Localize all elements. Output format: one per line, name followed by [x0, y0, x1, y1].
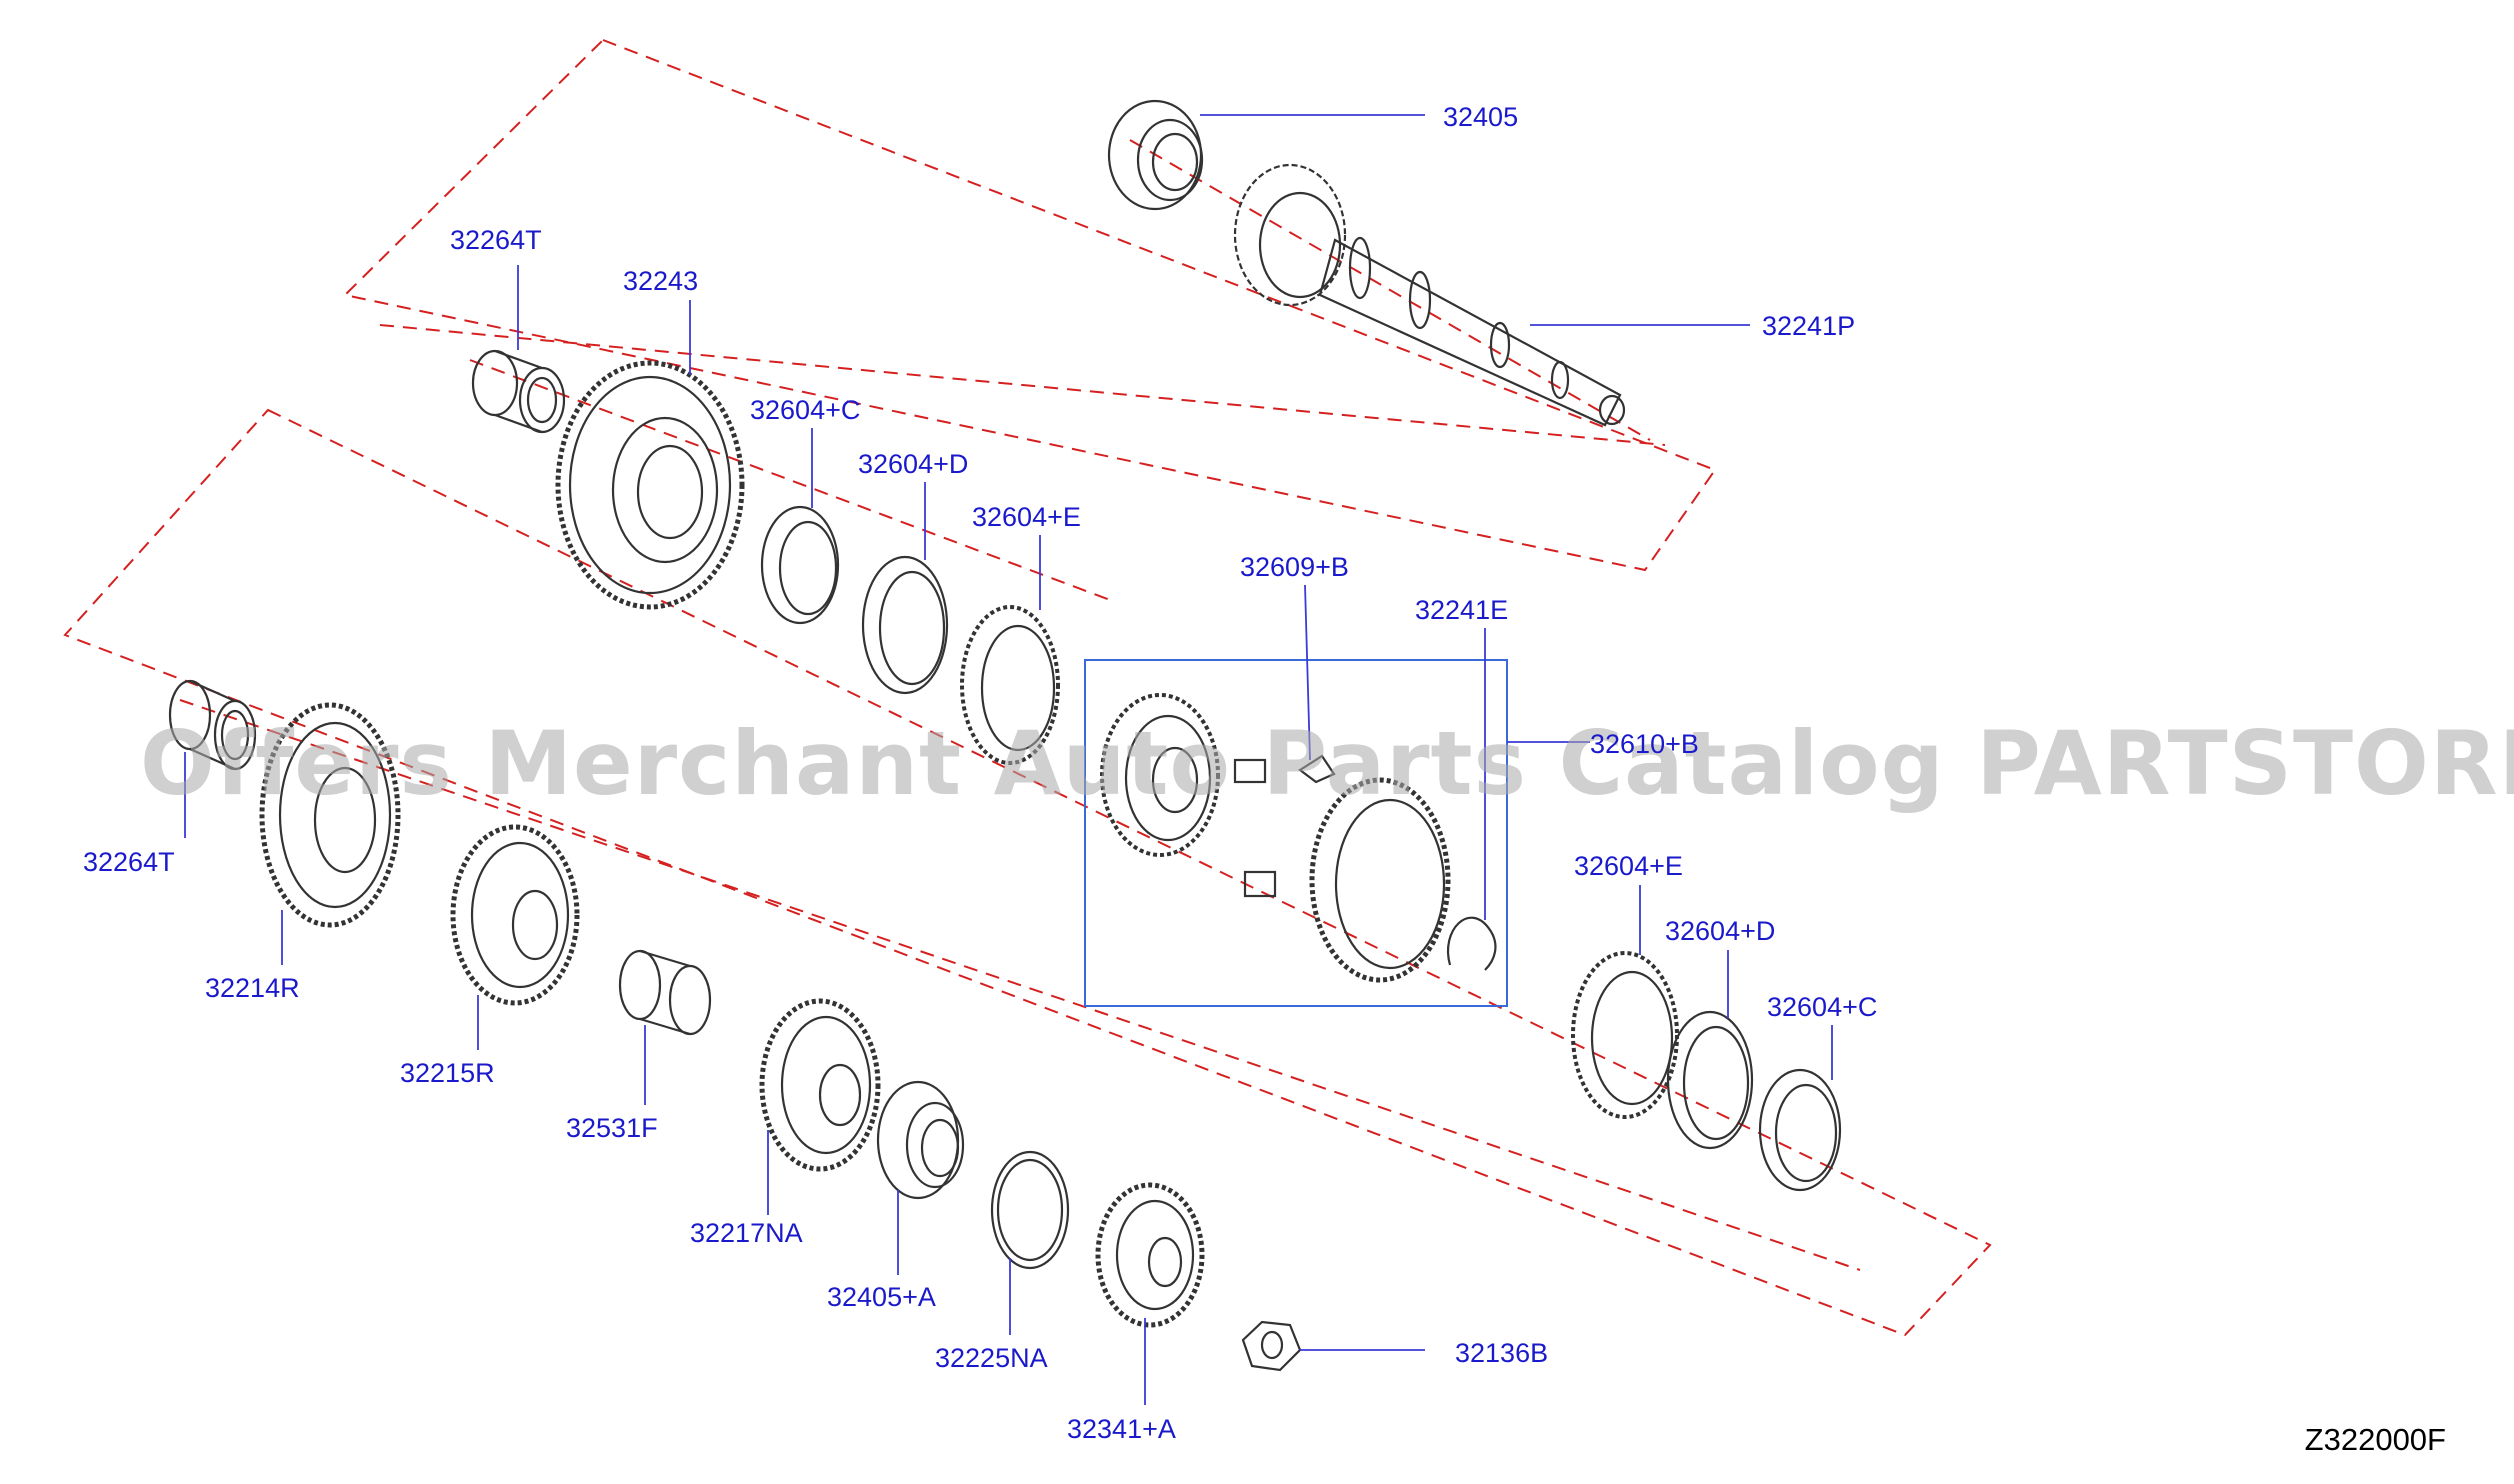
label-32531F[interactable]: 32531F [566, 1113, 658, 1143]
label-32241P[interactable]: 32241P [1762, 311, 1856, 341]
upper-shaft-axis [1129, 139, 1651, 441]
synchro-ring-32604C-top [760, 505, 840, 625]
bearing-32405 [1107, 99, 1204, 211]
coupling-sleeve [1309, 777, 1451, 983]
label-32610B[interactable]: 32610+B [1590, 729, 1699, 759]
upper-shaft-outline [342, 38, 1717, 572]
label-32217NA[interactable]: 32217NA [690, 1218, 803, 1248]
gear-32217NA [759, 998, 881, 1172]
lower-shaft-outline [63, 408, 1992, 1337]
gear-32243 [555, 360, 745, 610]
synchro-hub-assembly [1100, 693, 1336, 898]
label-32405[interactable]: 32405 [1443, 102, 1519, 132]
label-32604E-top[interactable]: 32604+E [972, 502, 1081, 532]
label-32225NA[interactable]: 32225NA [935, 1343, 1048, 1373]
label-32341A[interactable]: 32341+A [1067, 1414, 1176, 1444]
synchro-ring-32604D-top [861, 555, 949, 695]
upper-axis-line [379, 324, 1666, 446]
label-32264T-left[interactable]: 32264T [83, 847, 175, 877]
bearing-32405A [876, 1080, 965, 1200]
label-32241E[interactable]: 32241E [1415, 595, 1509, 625]
synchro-ring-32604E-right [1571, 951, 1679, 1119]
label-32604C-right[interactable]: 32604+C [1767, 992, 1878, 1022]
label-32405A[interactable]: 32405+A [827, 1282, 936, 1312]
needle-bearing-32264T-left [168, 679, 257, 771]
label-32243[interactable]: 32243 [623, 266, 699, 296]
nut-32136B [1241, 1320, 1302, 1372]
gear-32214R [259, 702, 401, 928]
shim-32225NA [990, 1150, 1070, 1270]
gear-32215R [450, 824, 580, 1006]
needle-bearing-32264T-top [471, 349, 566, 434]
bushing-32531F [618, 949, 712, 1036]
label-32215R[interactable]: 32215R [400, 1058, 495, 1088]
synchro-ring-32604D-right [1666, 1010, 1754, 1150]
snap-ring-32241E [1447, 916, 1497, 971]
lower-axis-line [179, 699, 1861, 1271]
label-32604C-top[interactable]: 32604+C [750, 395, 861, 425]
gear-32341A [1095, 1182, 1205, 1328]
input-shaft-32241P [1233, 163, 1626, 427]
label-32604D-top[interactable]: 32604+D [858, 449, 969, 479]
label-32609B[interactable]: 32609+B [1240, 552, 1349, 582]
synchro-assembly-box [1084, 659, 1508, 1007]
label-32136B[interactable]: 32136B [1455, 1338, 1549, 1368]
label-32604D-right[interactable]: 32604+D [1665, 916, 1776, 946]
synchro-ring-32604E-top [960, 605, 1060, 765]
leader-32609B [1304, 584, 1311, 761]
diagram-code: Z322000F [2304, 1422, 2446, 1457]
label-32604E-right[interactable]: 32604+E [1574, 851, 1683, 881]
label-32264T-top[interactable]: 32264T [450, 225, 542, 255]
label-32214R[interactable]: 32214R [205, 973, 300, 1003]
synchro-ring-32604C-right [1758, 1068, 1842, 1192]
